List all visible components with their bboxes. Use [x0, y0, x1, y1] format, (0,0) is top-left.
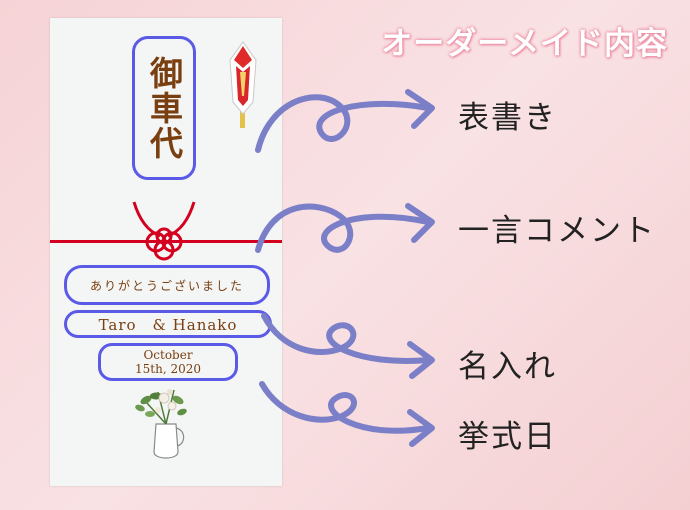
noshi-icon [229, 41, 257, 128]
arrow-comment-icon [255, 203, 435, 253]
label-date: 挙式日 [458, 419, 557, 455]
names-text: Taro & Hanako [98, 315, 238, 334]
comment-text: ありがとうございました [89, 278, 244, 293]
omote-frame: 御車代 [132, 36, 196, 180]
date-line-1: October [143, 348, 193, 362]
arrow-hyogaki-icon [255, 89, 435, 153]
mizuhiki-knot-icon [132, 201, 196, 261]
arrow-date-icon [259, 381, 435, 447]
date-line-2: 15th, 2020 [135, 362, 201, 376]
bouquet-icon [135, 389, 187, 459]
comment-frame: ありがとうございました [64, 265, 270, 305]
arrow-name-icon [261, 313, 435, 379]
date-frame: October 15th, 2020 [98, 343, 238, 381]
page-title: オーダーメイド内容 [381, 26, 668, 62]
label-hyogaki: 表書き [458, 100, 557, 136]
label-comment: 一言コメント [458, 213, 656, 249]
names-frame: Taro & Hanako [64, 310, 272, 338]
omote-text: 御車代 [144, 55, 184, 161]
label-name: 名入れ [458, 349, 557, 385]
